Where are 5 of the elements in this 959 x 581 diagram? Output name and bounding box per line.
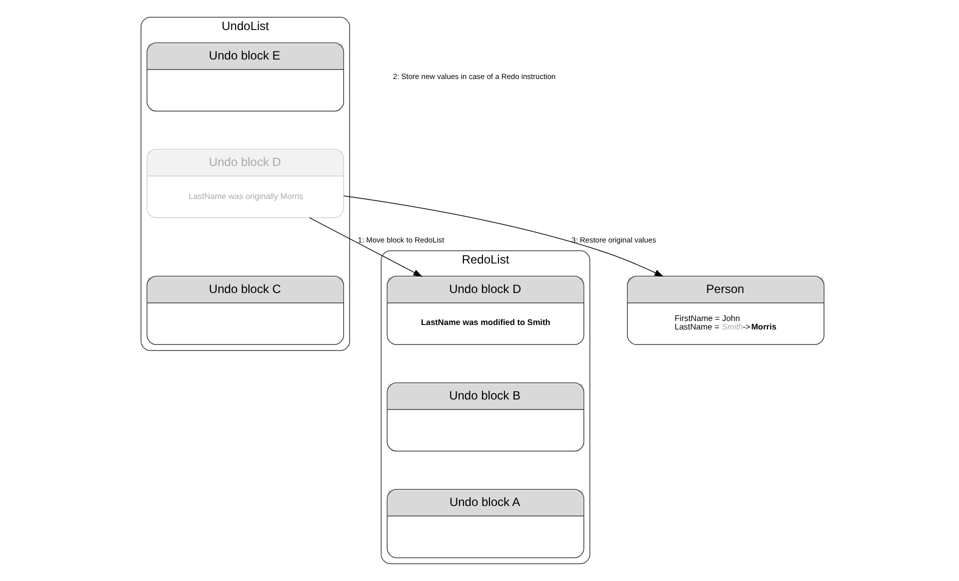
edge-label: 1: Move block to RedoList — [358, 235, 444, 244]
label: 2: Store new values in case of a Redo instruction — [392, 72, 556, 81]
arrow — [309, 217, 422, 277]
edge-label: 3: Restore original values — [572, 235, 656, 244]
arrow — [343, 196, 664, 277]
